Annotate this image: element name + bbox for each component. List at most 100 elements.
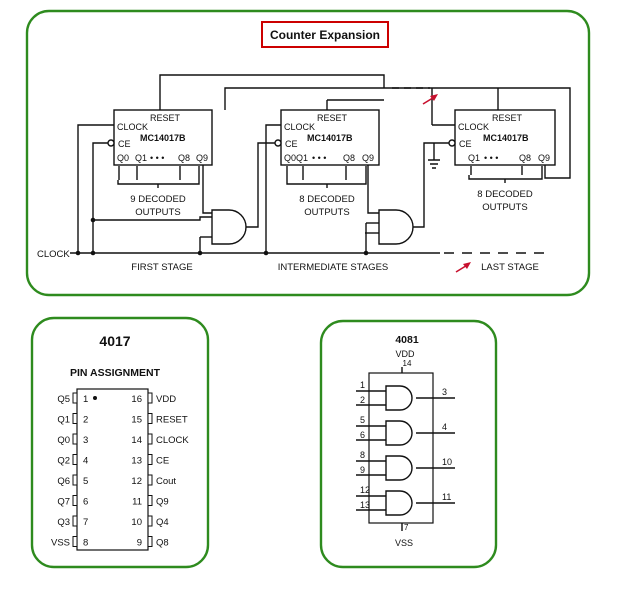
chip2-reset: RESET: [317, 113, 348, 123]
pin-stub: [147, 474, 153, 486]
chip2-q8: Q8: [343, 153, 355, 163]
pin-number-right: 14: [131, 435, 142, 446]
chip1-dots: • • •: [150, 153, 164, 163]
pin-stub: [147, 536, 153, 547]
pin-number-left: 5: [83, 476, 88, 487]
gate-input-b-pin: 9: [360, 465, 365, 475]
gate-body: [385, 455, 413, 481]
pin-stub: [72, 454, 78, 465]
pin-stub: [72, 392, 78, 404]
first-stage-output-lines: [118, 166, 200, 180]
pin-name-right: Cout: [156, 476, 176, 487]
and-gate: 123: [356, 380, 455, 411]
intermediate-and-gate: [378, 209, 414, 245]
pin-number-left: 3: [83, 435, 88, 446]
intermediate-stage-chip: [280, 109, 380, 166]
pin-name-left: Q7: [57, 497, 70, 508]
chip3-ce: CE: [459, 139, 472, 149]
pin-number-right: 9: [137, 538, 142, 549]
pin-name-left: Q3: [57, 517, 70, 528]
wiring: [70, 74, 571, 254]
chip1-name: MC14017B: [140, 133, 186, 143]
gate-input-a-pin: 1: [360, 380, 365, 390]
pin-stub: [72, 474, 78, 486]
pin-name-left: Q1: [57, 415, 70, 426]
last-stage-brace: [468, 175, 543, 183]
ic-package: [76, 388, 149, 551]
pin-stub: [147, 413, 153, 424]
gate-input-b-pin: 13: [360, 500, 370, 510]
pin-name-right: VDD: [156, 394, 176, 405]
intermediate-decoded-label: 8 DECODED: [299, 194, 355, 205]
junction-dot: [263, 250, 269, 256]
pin-number-right: 16: [131, 394, 142, 405]
chip2-ce-bubble: [274, 139, 282, 147]
pin-name-right: CE: [156, 456, 169, 467]
last-stage-label: LAST STAGE: [481, 262, 539, 273]
vss-label: VSS: [395, 538, 413, 548]
vss-pin: 7: [404, 523, 409, 532]
pin-name-left: Q6: [57, 476, 70, 487]
first-stage-and-gate: [211, 209, 247, 245]
gate-output-pin: 4: [442, 422, 447, 432]
counter-title: Counter Expansion: [270, 28, 380, 42]
pin-number-right: 12: [131, 476, 142, 487]
chip1-reset: RESET: [150, 113, 181, 123]
last-outputs-label: OUTPUTS: [482, 202, 527, 213]
last-decoded-label: 8 DECODED: [477, 189, 533, 200]
chip2-name: MC14017B: [307, 133, 353, 143]
title-box: [261, 21, 389, 48]
pin-stub: [72, 433, 78, 445]
first-stage-label: FIRST STAGE: [131, 262, 192, 273]
chip3-dots: • • •: [484, 153, 498, 163]
pin-name-left: VSS: [51, 538, 70, 549]
pin-number-left: 8: [83, 538, 88, 549]
pin-number-right: 10: [131, 517, 142, 528]
pin-name-right: CLOCK: [156, 435, 189, 446]
chip3-name: MC14017B: [483, 133, 529, 143]
pin-name-left: Q2: [57, 456, 70, 467]
chip3-ce-bubble: [448, 139, 456, 147]
chip1-ce: CE: [118, 139, 131, 149]
intermediate-output-lines: [286, 166, 367, 180]
gate-lines: [356, 495, 455, 511]
pin-name-right: RESET: [156, 415, 188, 426]
gate-input-b-pin: 2: [360, 395, 365, 405]
pin-name-right: Q9: [156, 497, 169, 508]
red-arrow-icon: [422, 94, 438, 105]
first-outputs-label: OUTPUTS: [135, 207, 180, 218]
pin-number-right: 15: [131, 415, 142, 426]
pin-number-left: 1: [83, 394, 88, 405]
chip3-clock: CLOCK: [458, 122, 489, 132]
gate-body: [385, 420, 413, 446]
gate-input-a-pin: 8: [360, 450, 365, 460]
and-gate: 564: [356, 415, 455, 446]
first-decoded-label: 9 DECODED: [130, 194, 186, 205]
intermediate-stages-label: INTERMEDIATE STAGES: [278, 262, 389, 273]
red-arrow-icon: [455, 262, 471, 273]
pin-number-left: 2: [83, 415, 88, 426]
pin-stub: [147, 495, 153, 506]
junction-dot: [363, 250, 369, 256]
chip1-clock: CLOCK: [117, 122, 148, 132]
pin-stub: [72, 515, 78, 527]
gate-input-a-pin: 12: [360, 485, 370, 495]
chip3-reset: RESET: [492, 113, 523, 123]
junction-dot: [90, 217, 96, 223]
pin-stub: [72, 495, 78, 506]
pin-stub: [72, 536, 78, 547]
pin-stub: [147, 433, 153, 445]
pin-stub: [147, 515, 153, 527]
junction-dot: [75, 250, 81, 256]
gate-body: [385, 490, 413, 516]
pin-number-left: 7: [83, 517, 88, 528]
chip3-q1: Q1: [468, 153, 480, 163]
pin-name-left: Q5: [57, 394, 70, 405]
pin-subtitle: PIN ASSIGNMENT: [70, 367, 161, 379]
chip2-ce: CE: [285, 139, 298, 149]
first-stage-brace: [117, 180, 200, 188]
